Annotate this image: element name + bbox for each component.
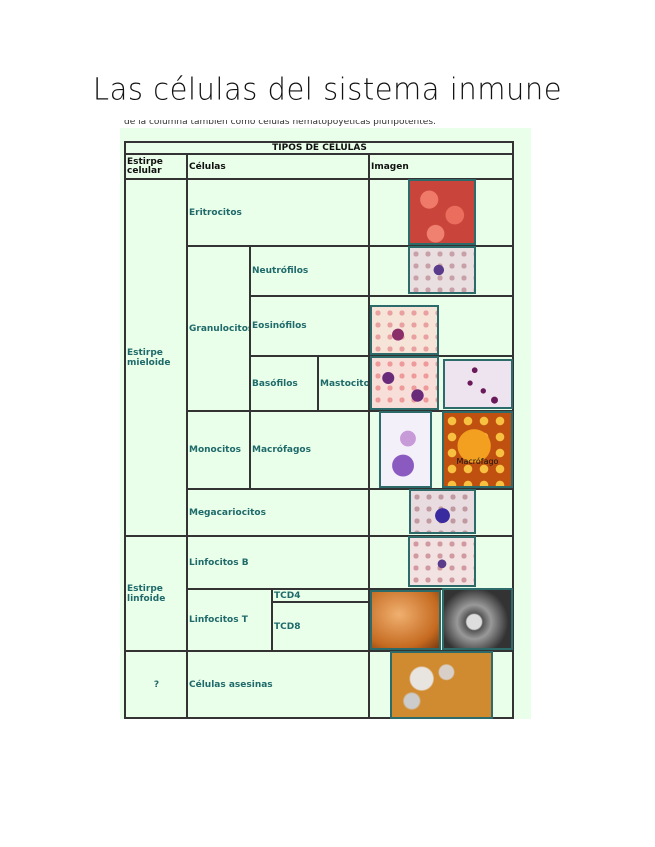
header-image: Imagen: [368, 153, 514, 180]
lineage-label: Estirpe linfoide: [127, 583, 166, 604]
cell-linfocitos-b: Linfocitos B: [186, 535, 370, 590]
macrophage-image: Macrófago: [442, 411, 513, 488]
cell-eritrocitos: Eritrocitos: [186, 178, 370, 247]
cell-mastocitos: Mastocitos: [317, 355, 375, 412]
lineage-myeloid: Estirpe mieloide: [124, 178, 188, 537]
cell-megacariocitos: Megacariocitos: [186, 488, 370, 537]
erythrocyte-image: [408, 179, 476, 245]
mast-cell-image: [443, 359, 513, 409]
cell-granulocitos: Granulocitos: [186, 245, 253, 412]
cell-eosinofilos: Eosinófilos: [249, 295, 370, 357]
cut-text: de la columna tambien como células hemat…: [124, 120, 436, 127]
macrophage-label: Macrófago: [456, 457, 499, 466]
cell-basofilos: Basófilos: [249, 355, 319, 412]
cell-linfocitos-t: Linfocitos T: [186, 588, 273, 652]
monocyte-image: [379, 411, 432, 488]
t-cell-image: [370, 590, 441, 650]
nk-cell-image: [390, 651, 493, 719]
lineage-lymphoid: Estirpe linfoide: [124, 535, 188, 652]
basophil-image: [370, 356, 439, 410]
lineage-label: Estirpe mieloide: [127, 347, 171, 368]
header-cells: Células: [186, 153, 370, 180]
cell-tcd8: TCD8: [271, 601, 370, 652]
eosinophil-image: [370, 305, 439, 355]
neutrophil-image: [408, 246, 476, 294]
page-title: Las células del sistema inmune: [92, 71, 563, 107]
megakaryocyte-image: [409, 489, 476, 534]
b-lymphocyte-image: [408, 536, 476, 587]
header-lineage: Estirpe celular: [124, 153, 188, 180]
lineage-unknown: ?: [124, 650, 188, 719]
cell-macrofagos: Macrófagos: [249, 410, 370, 490]
cell-asesinas: Células asesinas: [186, 650, 370, 719]
cell-monocitos: Monocitos: [186, 410, 251, 490]
t-cell-micrograph-image: [442, 588, 513, 650]
cell-neutrofilos: Neutrófilos: [249, 245, 370, 297]
